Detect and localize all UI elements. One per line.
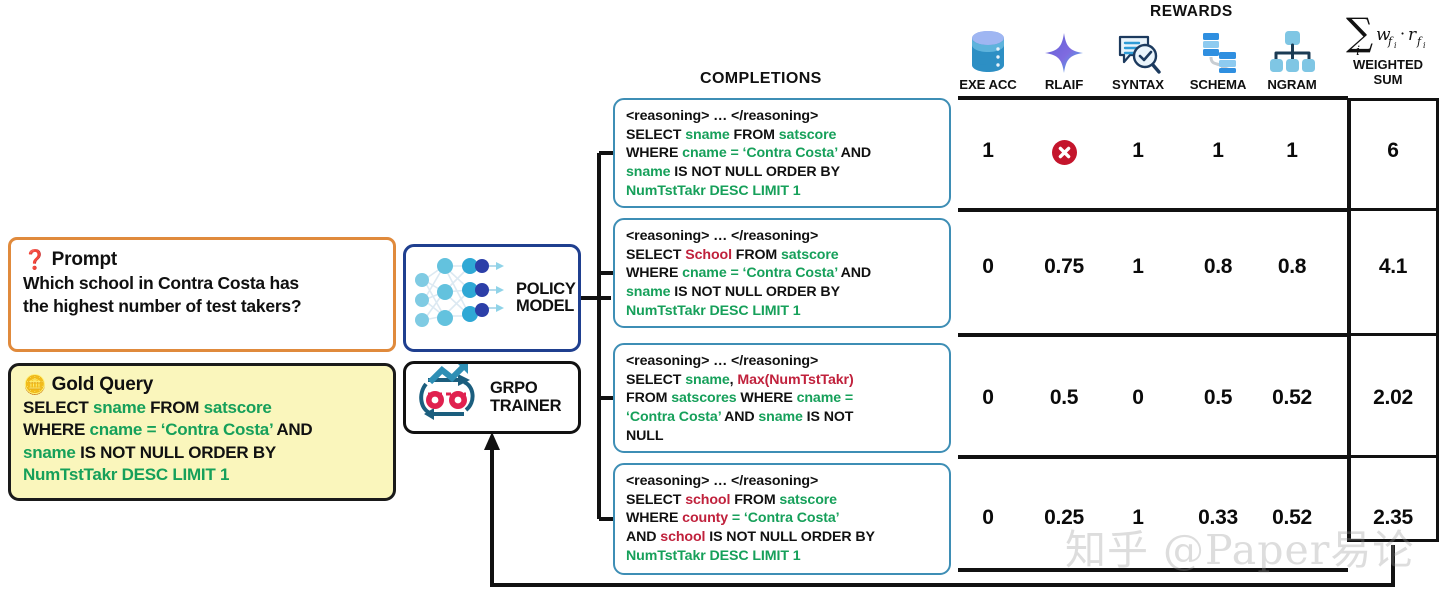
rewards-title: REWARDS (1150, 3, 1233, 20)
cell-r3-schema: 0.5 (1203, 386, 1233, 409)
weighted-sum-column-box (1347, 98, 1439, 542)
cell-r1-syntax: 1 (1132, 139, 1144, 162)
svg-text:i: i (1394, 41, 1397, 50)
reward-label-exe-acc: EXE ACC (959, 77, 1017, 92)
prompt-card: ❓ Prompt Which school in Contra Costa ha… (8, 237, 396, 352)
cell-r4-syntax: 1 (1132, 506, 1144, 529)
completion-sql-3: <reasoning> … </reasoning>SELECT sname, … (626, 353, 854, 444)
reward-column-exe-acc: EXE ACC (942, 27, 1034, 92)
database-icon (942, 27, 1034, 75)
gold-query-title: Gold Query (51, 374, 154, 395)
svg-text:r: r (1408, 25, 1417, 45)
table-rule-3 (958, 455, 1348, 459)
cell-r2-weighted-sum: 4.1 (1378, 255, 1408, 278)
svg-text:i: i (1423, 41, 1426, 50)
cell-r4-schema: 0.33 (1198, 506, 1238, 529)
reward-column-rlaif: RLAIF (1018, 27, 1110, 92)
reward-label-rlaif: RLAIF (1044, 77, 1084, 92)
cell-r1-schema: 1 (1212, 139, 1224, 162)
svg-text:w: w (1376, 25, 1391, 45)
cell-r1-weighted-sum: 6 (1387, 139, 1399, 162)
cell-r2-syntax: 1 (1132, 255, 1144, 278)
cell-r4-ngram: 0.52 (1272, 506, 1312, 529)
cell-r4-exe-acc: 0 (982, 506, 994, 529)
cell-r3-rlaif: 0.5 (1049, 386, 1079, 409)
reward-column-schema: SCHEMA (1172, 27, 1264, 92)
prompt-line-1: Which school in Contra Costa has (23, 273, 299, 293)
svg-text:∑: ∑ (1346, 12, 1373, 54)
cell-r1-ngram: 1 (1286, 139, 1298, 162)
reward-label-syntax: SYNTAX (1112, 77, 1164, 92)
red-x-circle-icon (1051, 140, 1077, 165)
grpo-trainer-box[interactable]: GRPO TRAINER (403, 361, 581, 434)
policy-model-box[interactable]: POLICY MODEL (403, 244, 581, 352)
completions-title: COMPLETIONS (700, 70, 822, 87)
table-rule-1 (958, 208, 1348, 212)
completion-sql-2: <reasoning> … </reasoning>SELECT School … (626, 228, 872, 319)
cell-r4-weighted-sum: 2.35 (1373, 506, 1413, 529)
cell-r3-syntax: 0 (1132, 386, 1144, 409)
chat-check-magnifier-icon (1092, 27, 1184, 75)
cell-r3-weighted-sum: 2.02 (1373, 386, 1413, 409)
cell-r1-rlaif (1018, 140, 1110, 165)
svg-text:i: i (1356, 44, 1360, 58)
completion-card-3[interactable]: <reasoning> … </reasoning>SELECT sname, … (613, 343, 951, 453)
completion-card-2[interactable]: <reasoning> … </reasoning>SELECT School … (613, 218, 951, 328)
table-rule-bottom (958, 568, 1348, 572)
hierarchy-tree-icon (1246, 27, 1338, 75)
svg-text:·: · (1400, 24, 1405, 43)
weighted-sum-header: ∑ i w f i · r f i WEIGHTED SUM (1338, 10, 1438, 87)
table-rule-2 (958, 333, 1348, 337)
svg-text:f: f (1387, 35, 1394, 48)
cell-r4-rlaif: 0.25 (1044, 506, 1084, 529)
cell-r2-ngram: 0.8 (1277, 255, 1307, 278)
reward-column-syntax: SYNTAX (1092, 27, 1184, 92)
completion-sql-4: <reasoning> … </reasoning>SELECT school … (626, 473, 875, 564)
cell-r3-ngram: 0.52 (1272, 386, 1312, 409)
schema-blocks-icon (1172, 27, 1264, 75)
watermark: 知乎 @Paper易论 (1065, 526, 1415, 574)
completion-card-1[interactable]: <reasoning> … </reasoning>SELECT sname F… (613, 98, 951, 208)
svg-text:f: f (1416, 35, 1423, 48)
cell-r2-rlaif: 0.75 (1044, 255, 1084, 278)
grpo-trainer-label: GRPO TRAINER (490, 379, 562, 415)
gears-cycle-icon (412, 363, 484, 431)
gold-bar-emoji-icon: 🪙 (23, 374, 47, 396)
cell-r1-exe-acc: 1 (982, 139, 994, 162)
ws-divider-2 (1351, 333, 1436, 336)
prompt-title: Prompt (51, 249, 118, 270)
table-rule-top (958, 96, 1348, 100)
completion-card-4[interactable]: <reasoning> … </reasoning>SELECT school … (613, 463, 951, 575)
reward-label-schema: SCHEMA (1189, 77, 1247, 92)
weighted-sum-label-1: WEIGHTED (1352, 57, 1424, 72)
weighted-sum-label-2: SUM (1373, 71, 1403, 87)
cell-r3-exe-acc: 0 (982, 386, 994, 409)
prompt-line-2: the highest number of test takers? (23, 295, 302, 316)
policy-model-label: POLICY MODEL (516, 279, 576, 315)
cell-r2-schema: 0.8 (1203, 255, 1233, 278)
cell-r2-exe-acc: 0 (982, 255, 994, 278)
reward-label-ngram: NGRAM (1267, 77, 1317, 92)
ws-divider-3 (1351, 455, 1436, 458)
neural-network-icon (410, 250, 514, 347)
ws-divider-1 (1351, 208, 1436, 211)
completion-sql-1: <reasoning> … </reasoning>SELECT sname F… (626, 108, 872, 199)
weighted-sum-formula: ∑ i w f i · r f i (1338, 10, 1438, 59)
reward-column-ngram: NGRAM (1246, 27, 1338, 92)
question-mark-emoji-icon: ❓ (23, 249, 47, 271)
sparkle-icon (1018, 27, 1110, 75)
